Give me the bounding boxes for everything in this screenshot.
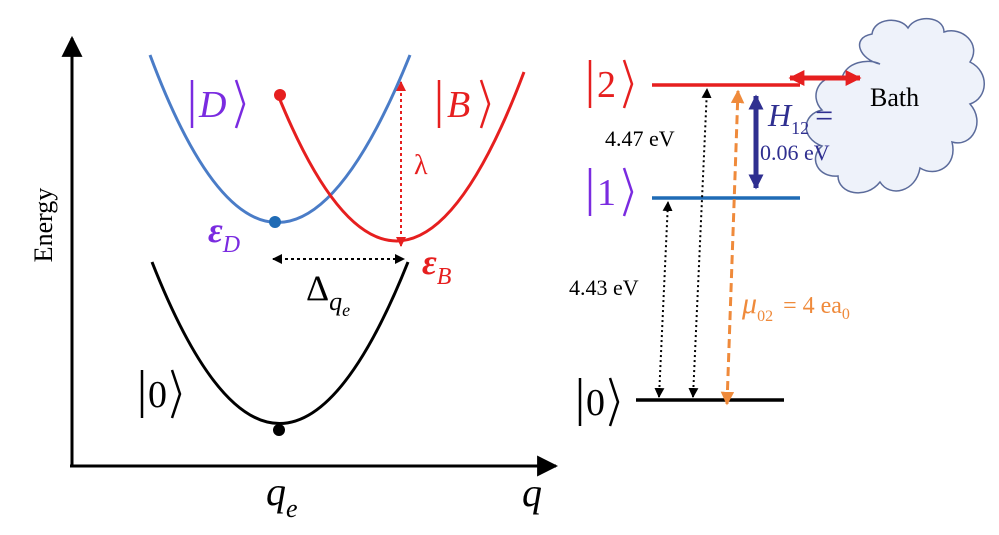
qe-sub: e: [286, 494, 298, 523]
qe-label: qe: [266, 469, 298, 523]
eps-B-sub: B: [437, 264, 452, 290]
energy-2-label: 4.47 eV: [605, 126, 675, 151]
cloud-icon: [805, 18, 985, 194]
coupling-main: H: [767, 97, 793, 133]
eps-D-main: ε: [208, 210, 223, 250]
dipole-label: μ02 = 4 ea0: [741, 287, 850, 325]
ket-0-right-label: 0: [586, 382, 605, 424]
dipole-sub: 02: [757, 308, 773, 325]
coupling-eq: =: [815, 97, 833, 133]
state-B-franck-condon-dot: [274, 89, 286, 101]
ket-D-label: D: [198, 84, 226, 126]
delta-sub-sub: e: [342, 300, 350, 320]
delta-sub-main: q: [329, 287, 342, 316]
excitation-arrow-0-to-1: [654, 201, 673, 398]
delta-main: Δ: [306, 268, 329, 308]
ket-2-label: 2: [597, 64, 616, 106]
ket-1-label: 1: [597, 172, 616, 214]
lambda-label: λ: [414, 150, 428, 181]
ket-B-label: B: [447, 84, 470, 126]
dipole-main: μ: [741, 287, 757, 320]
dipole-rest-sub: 0: [842, 306, 850, 323]
state-D-min-dot: [269, 216, 281, 228]
x-axis-label: q: [522, 470, 542, 515]
dipole-arrow: [720, 89, 745, 406]
state-D-curve: [148, 54, 412, 224]
ket-0-left-label: 0: [148, 374, 167, 416]
ket-0-left: 0: [140, 369, 182, 419]
ket-1: 1: [588, 167, 634, 217]
ground-state-curve: [150, 261, 410, 425]
dipole-rest: = 4 ea: [783, 293, 842, 319]
coupling-sub: 12: [791, 118, 809, 138]
bath-label: Bath: [870, 83, 919, 112]
energy-1-label: 4.43 eV: [569, 275, 639, 300]
delta-qe-label: Δqe: [306, 268, 350, 320]
y-axis-label: Energy: [29, 188, 58, 263]
eps-D-sub: D: [222, 232, 240, 258]
coupling-label: H12 =: [767, 97, 833, 138]
ket-D: D: [190, 79, 246, 129]
ket-B: B: [437, 79, 491, 129]
coupling-value: 0.06 eV: [760, 140, 830, 165]
ground-min-dot: [273, 424, 285, 436]
eps-B-label: εB: [422, 242, 452, 290]
eps-B-main: ε: [422, 242, 437, 282]
ket-2: 2: [588, 59, 634, 109]
excitation-arrow-0-to-2: [688, 88, 712, 398]
eps-D-label: εD: [208, 210, 240, 258]
qe-main: q: [266, 469, 286, 514]
ket-0-right: 0: [578, 377, 620, 427]
